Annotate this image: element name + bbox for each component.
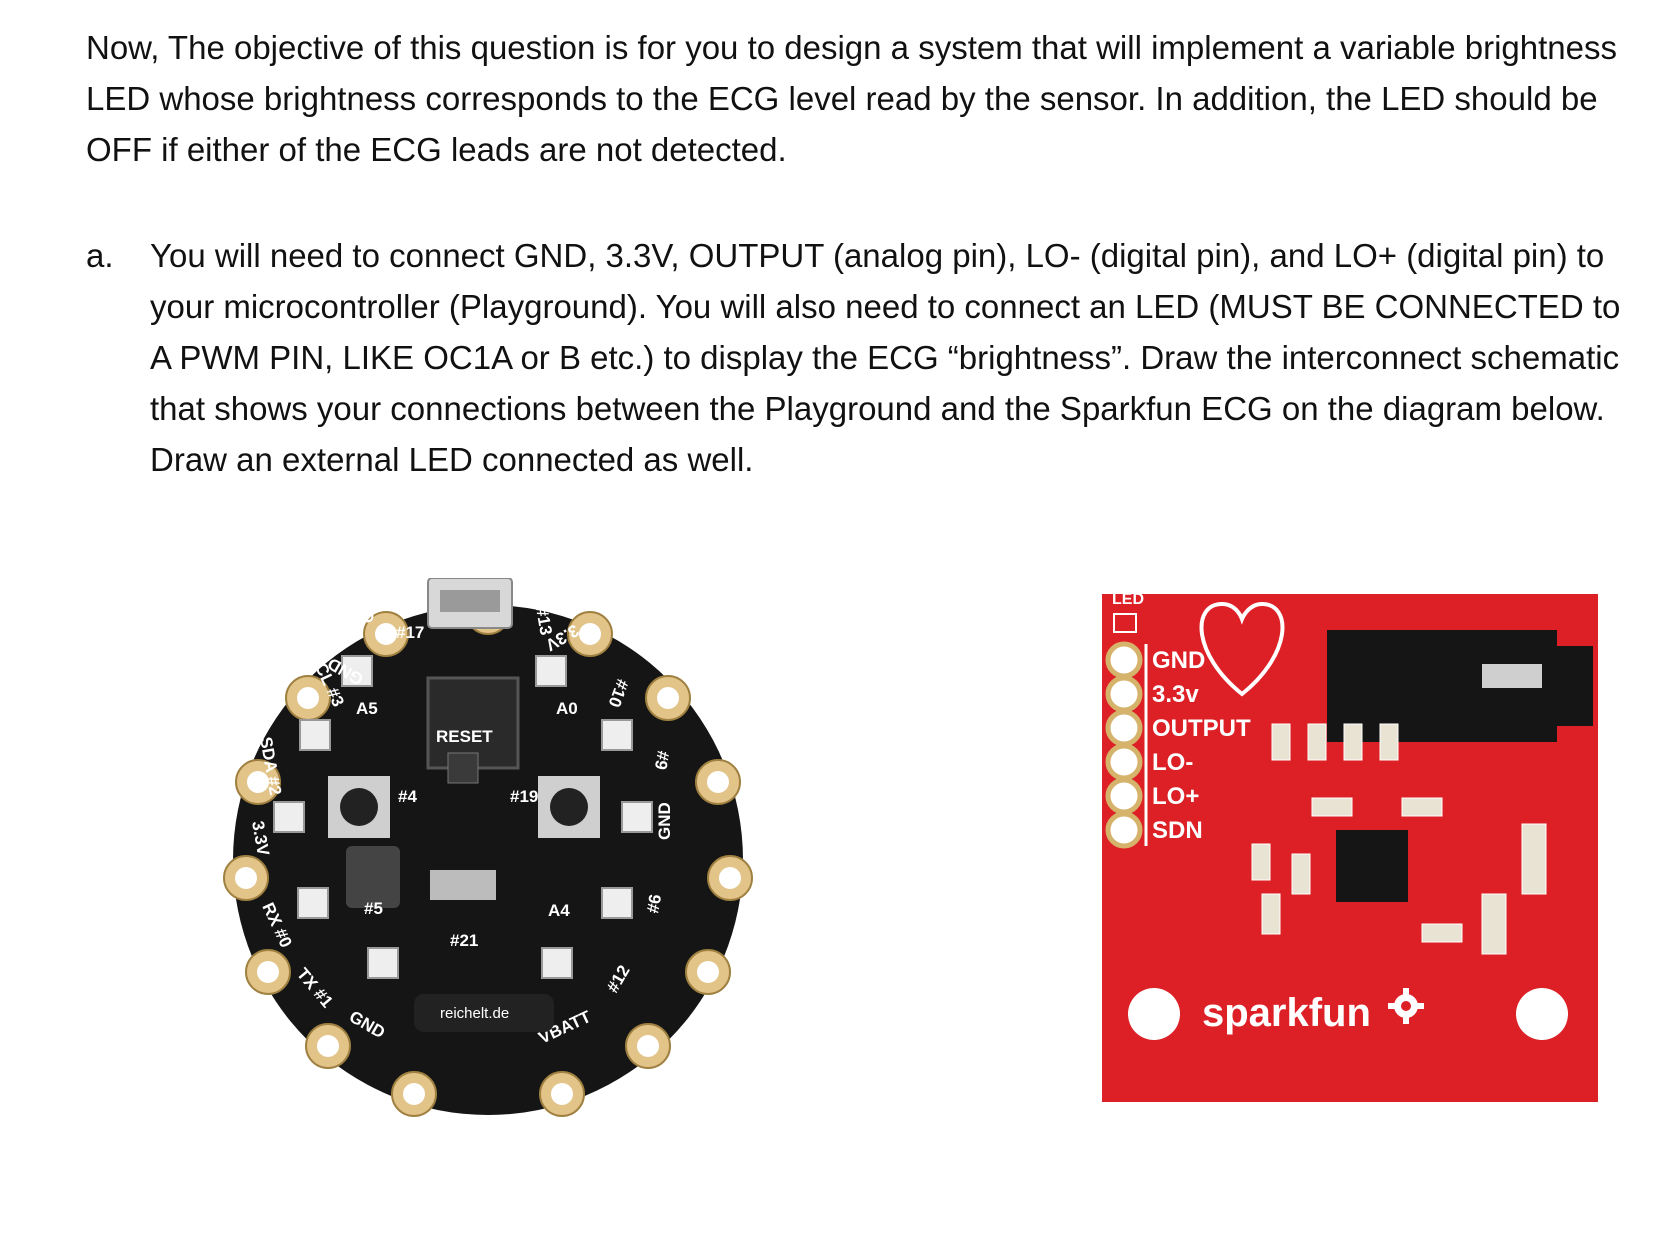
pin-lo-minus: LO- — [1152, 749, 1193, 776]
pin-lo-plus: LO+ — [1152, 783, 1199, 810]
label-gnd-right: GND — [655, 802, 674, 840]
label-p4: #4 — [398, 787, 417, 806]
label-p6: #6 — [643, 893, 665, 915]
led-label: LED — [1112, 594, 1144, 608]
passive-components — [1251, 723, 1547, 955]
label-p5: #5 — [364, 899, 383, 918]
label-p21: #21 — [450, 931, 478, 950]
label-a4: A4 — [548, 901, 570, 920]
reset-button — [447, 752, 479, 784]
label-on: On — [357, 598, 380, 625]
sparkfun-logo-text: sparkfun — [1202, 991, 1371, 1035]
label-p9: #9 — [651, 749, 673, 771]
mount-hole-right — [1516, 988, 1568, 1040]
neopixels — [273, 655, 653, 979]
speaker — [346, 846, 400, 908]
label-p13: #13 — [532, 605, 556, 636]
circuit-playground-image: On #13 #17 GND 3.3V SCL #3 SDA #2 3.3V R… — [218, 578, 758, 1128]
label-reset: RESET — [436, 727, 493, 746]
mount-hole-left — [1128, 988, 1180, 1040]
item-a-text: You will need to connect GND, 3.3V, OUTP… — [150, 237, 1621, 478]
gear-icon — [1388, 988, 1424, 1024]
pin-pads — [1105, 641, 1143, 849]
label-a0: A0 — [556, 699, 578, 718]
label-p19: #19 — [510, 787, 538, 806]
label-a5: A5 — [356, 699, 378, 718]
item-marker: a. — [86, 237, 114, 274]
intro-paragraph: Now, The objective of this question is f… — [86, 29, 1617, 168]
sparkfun-ecg-image: LED GND 3.3v OUTPUT LO- LO+ SDN sparkfun — [1102, 594, 1598, 1102]
watermark: reichelt.de — [440, 1005, 509, 1022]
pin-sdn: SDN — [1152, 817, 1203, 844]
heart-outline — [1199, 601, 1285, 697]
pin-3v3: 3.3v — [1152, 681, 1199, 708]
slide-switch — [430, 870, 496, 900]
ecg-chip — [1336, 830, 1408, 902]
pin-output: OUTPUT — [1152, 715, 1251, 742]
label-p17: #17 — [396, 623, 424, 642]
pin-gnd: GND — [1152, 647, 1205, 674]
